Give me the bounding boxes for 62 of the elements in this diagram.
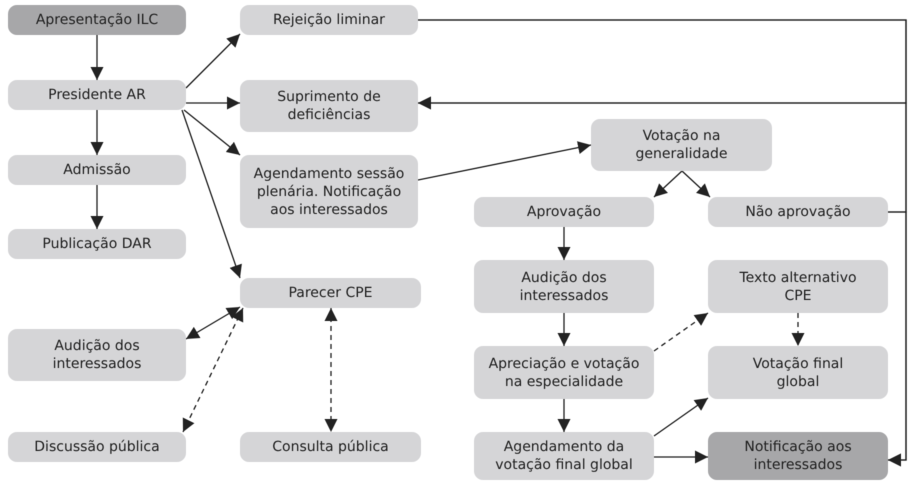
step-label: Agendamento da votação final global (494, 438, 634, 474)
process-box (474, 346, 654, 399)
step-label: Texto alternativo CPE (738, 268, 858, 304)
process-box (8, 432, 186, 462)
arrow (654, 170, 682, 198)
arrow (324, 308, 338, 432)
step-label: Parecer CPE (288, 284, 373, 302)
arrow (181, 110, 242, 278)
arrow (418, 96, 907, 213)
arrow (418, 141, 592, 181)
step-label: Presidente AR (48, 86, 146, 104)
process-box (474, 197, 654, 227)
arrow (186, 96, 240, 110)
process-box (240, 278, 421, 308)
process-box (591, 119, 772, 171)
arrow (90, 35, 104, 80)
arrow (90, 185, 104, 229)
step-label: Apreciação e votação na especialidade (488, 354, 640, 390)
process-box (474, 432, 654, 480)
process-box (708, 432, 888, 480)
step-label: Suprimento de deficiências (276, 88, 382, 124)
arrow (682, 170, 710, 198)
arrow (184, 110, 240, 156)
step-label: Admissão (63, 161, 131, 179)
process-box (708, 260, 888, 313)
step-label: Agendamento sessão plenária. Notificação aos interessados (252, 164, 406, 218)
arrow (654, 450, 708, 464)
arrow (558, 227, 570, 260)
arrow (792, 313, 804, 346)
step-label: Discussão pública (34, 438, 160, 456)
arrow (654, 312, 708, 352)
arrow (558, 399, 570, 432)
process-box (8, 80, 186, 110)
step-label: Audição dos interessados (518, 268, 610, 304)
process-box (8, 229, 186, 259)
step-label: Rejeição liminar (273, 11, 385, 29)
arrow (90, 110, 104, 155)
process-box (240, 5, 418, 35)
step-label: Consulta pública (272, 438, 389, 456)
arrow (186, 34, 240, 88)
arrow (182, 308, 244, 432)
process-box (240, 432, 421, 462)
step-label: Não aprovação (745, 203, 851, 221)
step-label: Votação final global (752, 354, 844, 390)
step-label: Aprovação (526, 203, 602, 221)
process-box (8, 329, 186, 381)
process-box (8, 5, 186, 35)
process-box (474, 260, 654, 313)
arrow (888, 211, 907, 466)
step-label: Notificação aos interessados (743, 438, 853, 474)
step-label: Votação na generalidade (634, 127, 729, 163)
step-label: Audição dos interessados (52, 337, 142, 373)
process-box (240, 80, 418, 132)
step-label: Publicação DAR (42, 235, 152, 253)
process-box (708, 346, 888, 399)
process-box (8, 155, 186, 185)
arrow (186, 306, 240, 340)
step-label: Apresentação ILC (36, 11, 158, 29)
arrow (654, 397, 708, 437)
process-box (708, 197, 888, 227)
process-box (240, 155, 418, 228)
arrow (558, 313, 570, 346)
